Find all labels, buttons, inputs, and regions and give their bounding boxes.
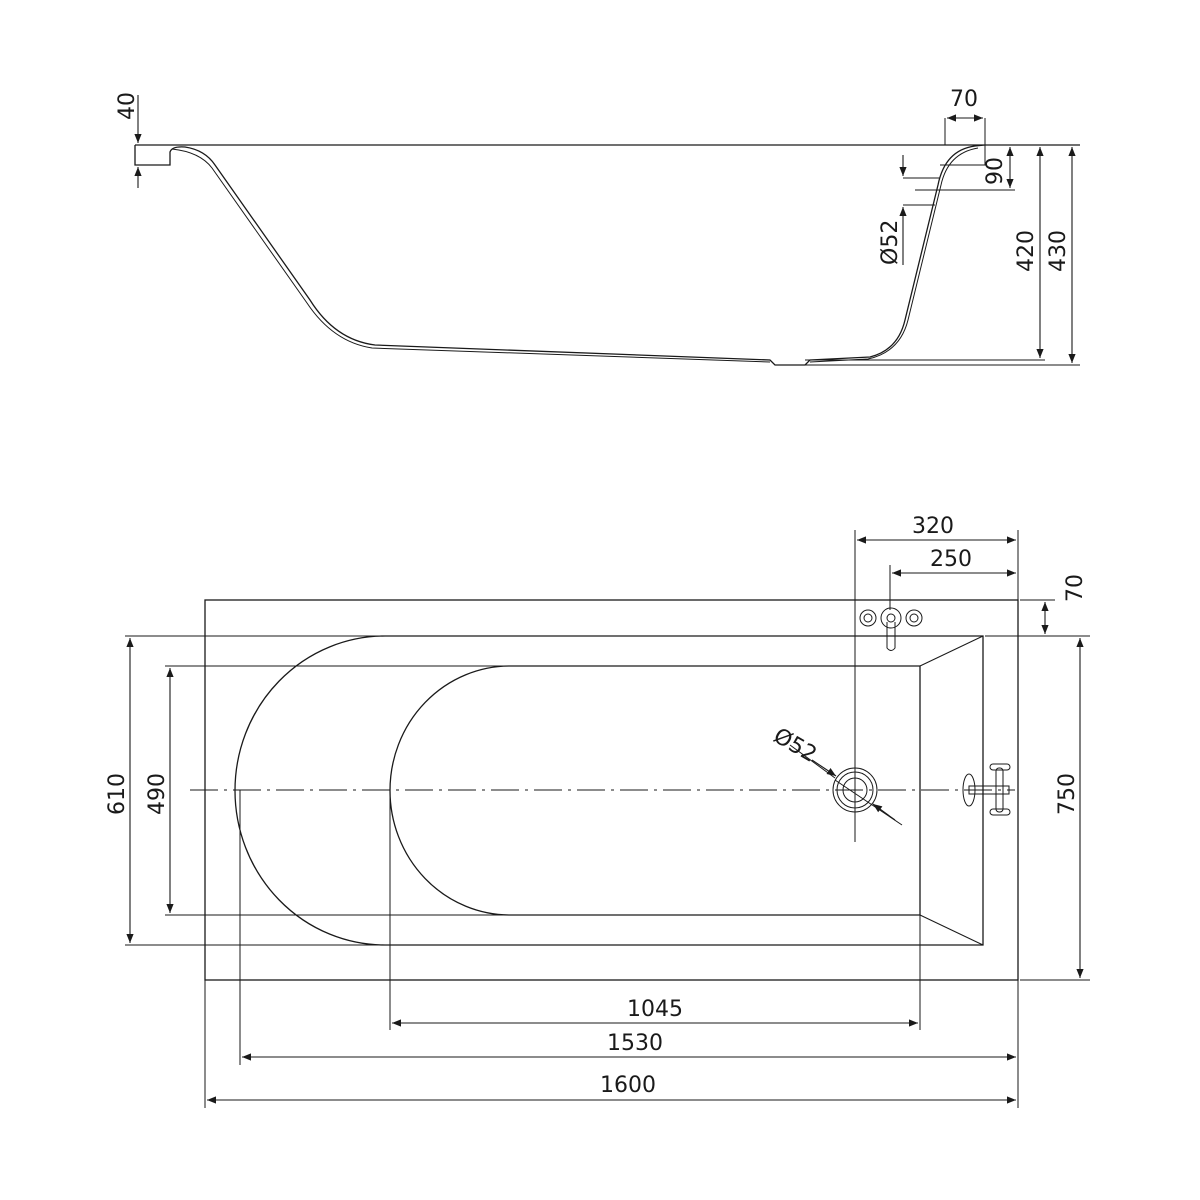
label-1530: 1530	[607, 1031, 663, 1056]
tap-mixer	[859, 607, 923, 651]
label-750: 750	[1055, 773, 1080, 815]
tub-basin	[389, 665, 921, 916]
extension-lines	[805, 118, 1080, 366]
label-1600: 1600	[600, 1073, 656, 1098]
label-70: 70	[950, 87, 978, 112]
overflow-handle	[962, 763, 1011, 816]
drain-arrow-2	[872, 803, 896, 821]
side-view: 40 70 90 Ø52 420 430	[115, 87, 1080, 366]
label-420: 420	[1014, 230, 1039, 272]
top-view: 320 250 70 750 610 490 Ø52 1045 1530 160…	[105, 514, 1090, 1108]
tub-inner-edge	[234, 635, 984, 946]
label-40: 40	[115, 92, 140, 120]
label-320: 320	[912, 514, 954, 539]
label-overflow-diameter: Ø52	[878, 220, 903, 265]
tub-profile	[134, 144, 1080, 366]
drain-arrow-1	[811, 759, 837, 777]
label-610: 610	[105, 773, 130, 815]
label-70-rim: 70	[1063, 574, 1088, 602]
label-1045: 1045	[627, 997, 683, 1022]
label-250: 250	[930, 547, 972, 572]
label-90: 90	[983, 157, 1008, 185]
label-430: 430	[1046, 230, 1071, 272]
extension-lines	[125, 530, 1090, 1108]
tub-inner-profile	[171, 147, 979, 363]
corner-lines	[919, 635, 984, 946]
label-490: 490	[145, 773, 170, 815]
